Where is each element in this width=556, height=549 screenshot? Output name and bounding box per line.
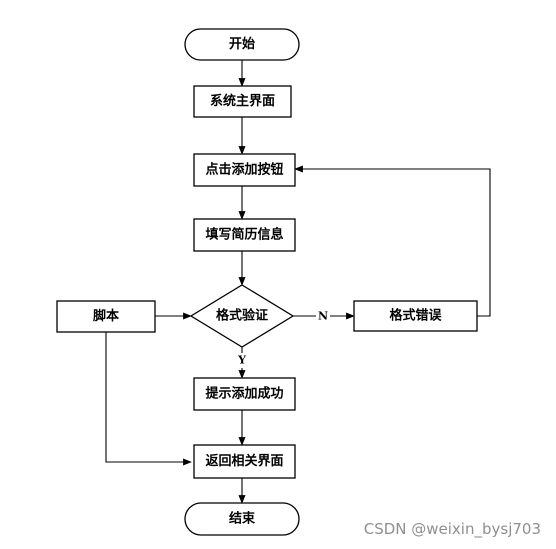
connectors — [105, 60, 491, 504]
node-end: 结束 — [184, 502, 300, 536]
edge-script-to-return — [105, 332, 192, 466]
node-validate: 格式验证 — [189, 284, 295, 348]
node-add-success: 提示添加成功 — [193, 377, 296, 411]
node-script-label: 脚本 — [93, 308, 119, 324]
node-format-error: 格式错误 — [353, 300, 478, 332]
node-end-label: 结束 — [229, 511, 256, 527]
node-start: 开始 — [184, 28, 300, 61]
node-validate-label: 格式验证 — [216, 308, 268, 324]
edge-error-loop-to-click — [294, 165, 491, 317]
node-click-add-label: 点击添加按钮 — [205, 162, 283, 178]
node-return-ui-label: 返回相关界面 — [205, 453, 283, 469]
node-main-ui-label: 系统主界面 — [210, 93, 275, 109]
node-format-error-label: 格式错误 — [389, 308, 442, 324]
node-start-label: 开始 — [229, 36, 255, 52]
node-script: 脚本 — [56, 300, 156, 333]
node-fill-resume-label: 填写简历信息 — [205, 227, 283, 243]
edge-label-no: N — [318, 310, 328, 323]
edge-label-yes: Y — [237, 354, 246, 367]
watermark: CSDN @weixin_bysj703 — [364, 520, 541, 539]
node-return-ui: 返回相关界面 — [193, 444, 296, 479]
node-fill-resume: 填写简历信息 — [193, 218, 296, 252]
node-main-ui: 系统主界面 — [193, 85, 292, 118]
node-add-success-label: 提示添加成功 — [205, 386, 283, 402]
node-click-add: 点击添加按钮 — [193, 153, 296, 187]
